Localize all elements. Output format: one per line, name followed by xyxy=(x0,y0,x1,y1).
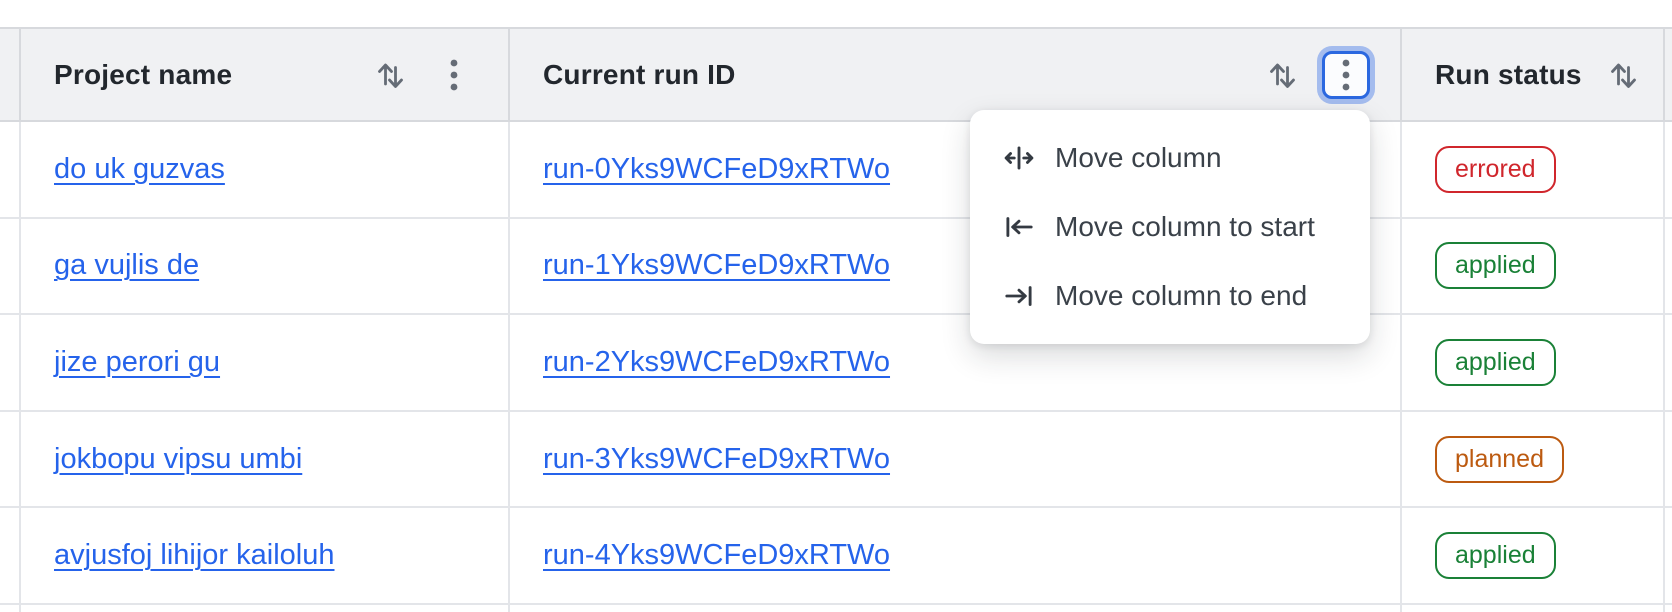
run-status-cell: applied xyxy=(1402,218,1665,314)
projects-table: Project name Current run ID xyxy=(0,27,1672,612)
project-link[interactable]: jokbopu vipsu umbi xyxy=(54,442,303,475)
run-id-cell: run-3Yks9WCFeD9xRTWo xyxy=(510,411,1402,507)
row-left-sliver-cell xyxy=(0,508,21,603)
status-badge: planned xyxy=(1435,435,1564,483)
row-right-sliver-cell xyxy=(1665,315,1672,410)
project-link[interactable]: jize perori gu xyxy=(54,345,221,378)
column-menu-button[interactable] xyxy=(430,51,478,99)
sort-button[interactable] xyxy=(374,58,408,92)
status-badge: applied xyxy=(1435,532,1556,580)
run-id-cell: run-4Yks9WCFeD9xRTWo xyxy=(510,508,1402,603)
move-column-to-start-icon xyxy=(1001,209,1037,245)
project-link[interactable]: ga vujlis de xyxy=(54,249,200,282)
project-name-cell: avjusfoj lihijor kailoluh xyxy=(21,508,510,603)
run-id-link[interactable]: run-1Yks9WCFeD9xRTWo xyxy=(543,249,891,282)
run-status-cell xyxy=(1402,604,1665,612)
project-name-cell xyxy=(21,604,510,612)
partial-table-row xyxy=(0,604,1672,612)
table-row: jokbopu vipsu umbi run-3Yks9WCFeD9xRTWo … xyxy=(0,411,1672,509)
table-row: do uk guzvas run-0Yks9WCFeD9xRTWo errore… xyxy=(0,122,1672,219)
header-cell-current-run-id: Current run ID xyxy=(510,29,1402,120)
header-left-sliver-cell xyxy=(0,29,21,120)
move-column-to-end-icon xyxy=(1001,278,1037,314)
column-header-label: Project name xyxy=(54,58,233,90)
column-context-menu: Move column Move column to start Move co… xyxy=(970,110,1370,344)
row-right-sliver-cell xyxy=(1665,605,1672,612)
status-badge: applied xyxy=(1435,242,1556,290)
run-status-cell: planned xyxy=(1402,411,1665,507)
row-right-sliver-cell xyxy=(1665,122,1672,217)
table-row: avjusfoj lihijor kailoluh run-4Yks9WCFeD… xyxy=(0,508,1672,605)
sort-arrows-icon xyxy=(378,63,403,88)
header-right-sliver-cell xyxy=(1665,29,1672,120)
menu-item-move-column-to-start[interactable]: Move column to start xyxy=(970,192,1370,261)
run-id-cell: run-1Yks9WCFeD9xRTWo xyxy=(510,218,1402,314)
sort-arrows-icon xyxy=(1611,63,1636,88)
menu-item-move-column-to-end[interactable]: Move column to end xyxy=(970,262,1370,331)
project-link[interactable]: avjusfoj lihijor kailoluh xyxy=(54,539,335,572)
menu-item-move-column[interactable]: Move column xyxy=(970,123,1370,192)
header-cell-project-name: Project name xyxy=(21,29,510,120)
run-status-cell: errored xyxy=(1402,122,1665,217)
sort-button[interactable] xyxy=(1266,58,1300,92)
sort-button[interactable] xyxy=(1607,58,1641,92)
header-cell-run-status: Run status xyxy=(1402,29,1665,120)
row-right-sliver-cell xyxy=(1665,508,1672,603)
run-id-link[interactable]: run-0Yks9WCFeD9xRTWo xyxy=(543,152,891,185)
status-badge: applied xyxy=(1435,338,1556,386)
project-name-cell: ga vujlis de xyxy=(21,218,510,314)
menu-item-label: Move column to end xyxy=(1055,280,1308,312)
menu-item-label: Move column xyxy=(1055,141,1222,173)
run-id-link[interactable]: run-4Yks9WCFeD9xRTWo xyxy=(543,539,891,572)
column-header-label: Current run ID xyxy=(543,58,736,90)
row-left-sliver-cell xyxy=(0,218,21,314)
run-id-link[interactable]: run-2Yks9WCFeD9xRTWo xyxy=(543,345,891,378)
run-id-cell xyxy=(510,604,1402,612)
sort-arrows-icon xyxy=(1270,63,1295,88)
column-header-label: Run status xyxy=(1435,58,1582,90)
kebab-icon xyxy=(450,59,458,90)
run-status-cell: applied xyxy=(1402,508,1665,603)
project-name-cell: jokbopu vipsu umbi xyxy=(21,411,510,507)
row-left-sliver-cell xyxy=(0,411,21,507)
project-name-cell: do uk guzvas xyxy=(21,122,510,217)
row-left-sliver-cell xyxy=(0,315,21,410)
row-right-sliver-cell xyxy=(1665,412,1672,507)
table-header-row: Project name Current run ID xyxy=(0,27,1672,122)
menu-item-label: Move column to start xyxy=(1055,210,1315,242)
kebab-icon xyxy=(1342,59,1350,90)
move-column-icon xyxy=(1001,140,1037,176)
row-left-sliver-cell xyxy=(0,604,21,612)
run-id-cell: run-0Yks9WCFeD9xRTWo xyxy=(510,122,1402,217)
run-id-link[interactable]: run-3Yks9WCFeD9xRTWo xyxy=(543,442,891,475)
table-row: jize perori gu run-2Yks9WCFeD9xRTWo appl… xyxy=(0,315,1672,412)
table-row: ga vujlis de run-1Yks9WCFeD9xRTWo applie… xyxy=(0,218,1672,316)
run-status-cell: applied xyxy=(1402,315,1665,410)
row-right-sliver-cell xyxy=(1665,219,1672,314)
column-menu-button-active[interactable] xyxy=(1322,50,1370,99)
project-name-cell: jize perori gu xyxy=(21,315,510,410)
run-id-cell: run-2Yks9WCFeD9xRTWo xyxy=(510,315,1402,410)
project-link[interactable]: do uk guzvas xyxy=(54,152,225,185)
row-left-sliver-cell xyxy=(0,122,21,217)
status-badge: errored xyxy=(1435,145,1556,193)
